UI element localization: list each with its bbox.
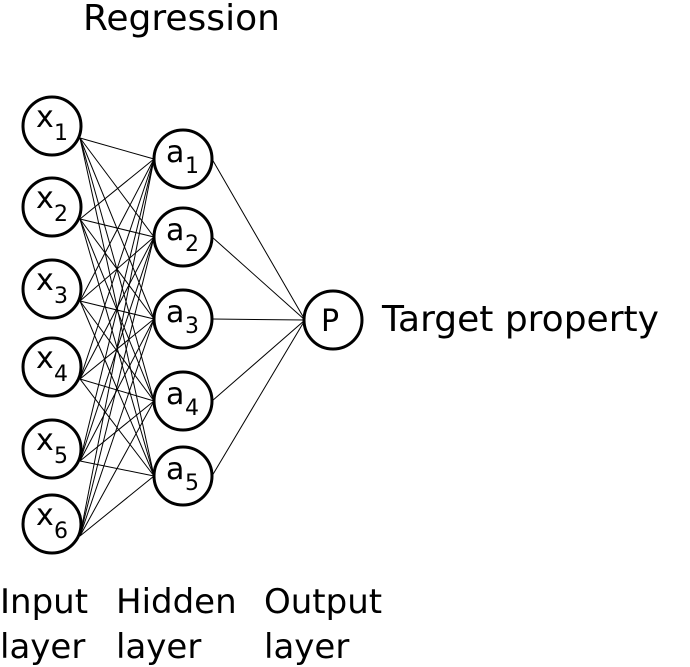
svg-text:a: a (166, 135, 184, 170)
edge-x3-a4 (79, 300, 155, 402)
svg-text:6: 6 (54, 519, 68, 544)
input-node-x2: x 2 (21, 176, 83, 238)
hidden-node-a1: a 1 (152, 128, 214, 190)
hidden-node-a5: a 5 (152, 445, 214, 507)
input-node-x6: x 6 (21, 493, 83, 555)
svg-text:Input: Input (0, 582, 88, 622)
edge-x1-a1 (79, 137, 155, 160)
edge-x6-a1 (79, 158, 155, 537)
edge-x6-a5 (79, 475, 155, 537)
svg-text:1: 1 (185, 154, 199, 179)
edge-x2-a1 (79, 158, 155, 220)
hidden-node-a3: a 3 (152, 288, 214, 350)
svg-text:a: a (166, 452, 184, 487)
svg-text:4: 4 (54, 362, 68, 387)
edge-x6-a3 (79, 318, 155, 537)
target-property-label: Target property (381, 299, 659, 340)
edge-x6-a4 (79, 400, 155, 537)
edge-a3-p (211, 318, 306, 321)
input-layer: x 1 x 2 x 3 x 4 x 5 x 6 (21, 95, 83, 555)
svg-text:3: 3 (185, 314, 199, 339)
svg-text:2: 2 (185, 232, 199, 257)
input-node-x5: x 5 (21, 418, 83, 480)
connections (79, 137, 306, 537)
edge-a5-p (211, 319, 306, 477)
svg-text:1: 1 (54, 121, 68, 146)
edge-x4-a1 (79, 158, 155, 380)
edge-x2-a2 (79, 218, 155, 238)
edge-x3-a1 (79, 158, 155, 302)
svg-text:a: a (166, 213, 184, 248)
svg-text:layer: layer (0, 627, 85, 667)
output-layer: P (302, 289, 364, 351)
edge-a4-p (211, 319, 306, 402)
input-layer-label: Input layer (0, 582, 88, 667)
svg-text:x: x (36, 498, 54, 533)
svg-text:a: a (166, 295, 184, 330)
diagram-title: Regression (83, 0, 280, 39)
edge-x6-a2 (79, 236, 155, 537)
svg-text:x: x (36, 341, 54, 376)
svg-text:x: x (36, 100, 54, 135)
svg-text:layer: layer (264, 627, 349, 667)
output-node-p: P (302, 289, 364, 351)
edge-x5-a4 (79, 400, 155, 462)
input-node-x1: x 1 (21, 95, 83, 157)
input-node-x3: x 3 (21, 258, 83, 320)
svg-text:4: 4 (185, 396, 199, 421)
svg-text:x: x (36, 181, 54, 216)
svg-text:x: x (36, 423, 54, 458)
edge-a1-p (211, 158, 306, 321)
svg-text:2: 2 (54, 202, 68, 227)
hidden-node-a4: a 4 (152, 370, 214, 432)
edge-a2-p (211, 236, 306, 321)
hidden-layer-label: Hidden layer (116, 582, 237, 667)
svg-text:3: 3 (54, 284, 68, 309)
svg-text:5: 5 (185, 471, 199, 496)
hidden-layer: a 1 a 2 a 3 a 4 a 5 (152, 128, 214, 507)
output-layer-label: Output layer (264, 582, 382, 667)
edge-x5-a1 (79, 158, 155, 462)
svg-text:a: a (166, 377, 184, 412)
svg-text:Output: Output (264, 582, 382, 622)
input-node-x4: x 4 (21, 336, 83, 398)
svg-text:5: 5 (54, 444, 68, 469)
svg-text:Hidden: Hidden (116, 582, 237, 622)
edge-x5-a3 (79, 318, 155, 462)
svg-text:layer: layer (116, 627, 201, 667)
svg-text:x: x (36, 263, 54, 298)
hidden-node-a2: a 2 (152, 206, 214, 268)
svg-text:P: P (321, 304, 339, 339)
